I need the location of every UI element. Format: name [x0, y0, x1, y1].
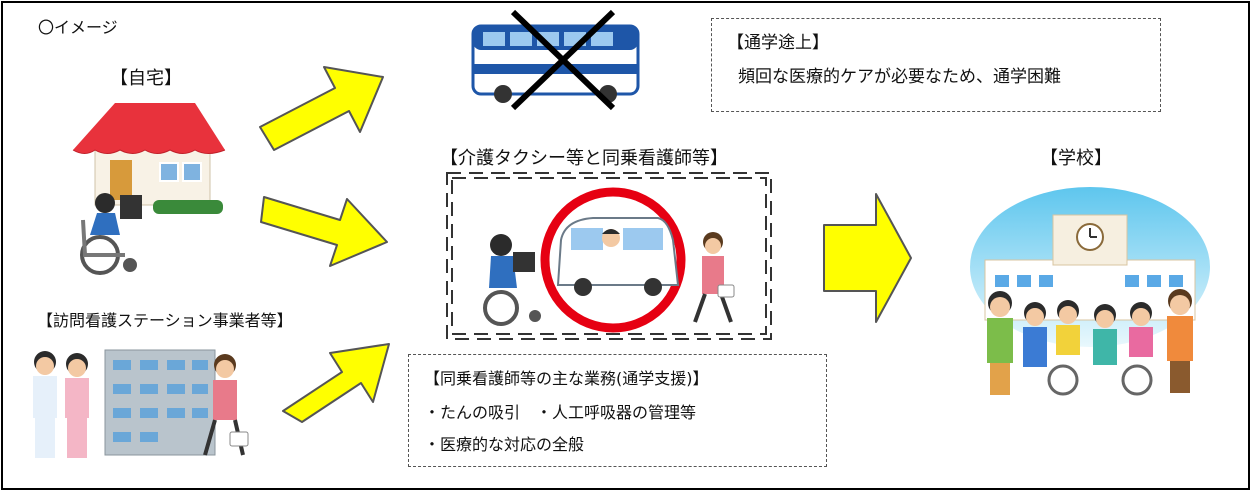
school-bus-crossed-out-illustration: [471, 9, 640, 111]
visiting-nurse-station-illustration: [33, 349, 249, 458]
care-taxi-illustration: [483, 187, 735, 333]
arrow-taxi-to-school: [823, 193, 912, 323]
arrow-home-to-taxi: [260, 196, 388, 267]
commute-text: 頻回な医療的ケアが必要なため、通学困難: [738, 67, 1061, 87]
school-with-children-illustration: [970, 187, 1210, 396]
duties-item: ・医療的な対応の全般: [424, 435, 585, 454]
commute-box: 【通学途上】 頻回な医療的ケアが必要なため、通学困難: [711, 18, 1161, 112]
arrow-nurse-to-taxi: [282, 343, 390, 423]
duties-title: 【同乗看護師等の主な業務(通学支援)】: [424, 369, 709, 388]
visiting-nurse-label: 【訪問看護ステーション事業者等】: [37, 311, 293, 330]
home-label: 【自宅】: [110, 68, 182, 89]
diagram-title: 〇イメージ: [38, 18, 118, 37]
school-label: 【学校】: [1040, 148, 1112, 169]
arrow-home-to-bus: [259, 66, 384, 151]
duties-box: 【同乗看護師等の主な業務(通学支援)】 ・たんの吸引 ・人工呼吸器の管理等 ・医…: [408, 354, 827, 467]
care-taxi-label: 【介護タクシー等と同乗看護師等】: [440, 148, 728, 169]
commute-title: 【通学途上】: [727, 33, 829, 53]
house-with-wheelchair-child-illustration: [72, 103, 226, 275]
care-taxi-frame: [446, 172, 772, 340]
duties-item: ・たんの吸引 ・人工呼吸器の管理等: [424, 403, 697, 422]
